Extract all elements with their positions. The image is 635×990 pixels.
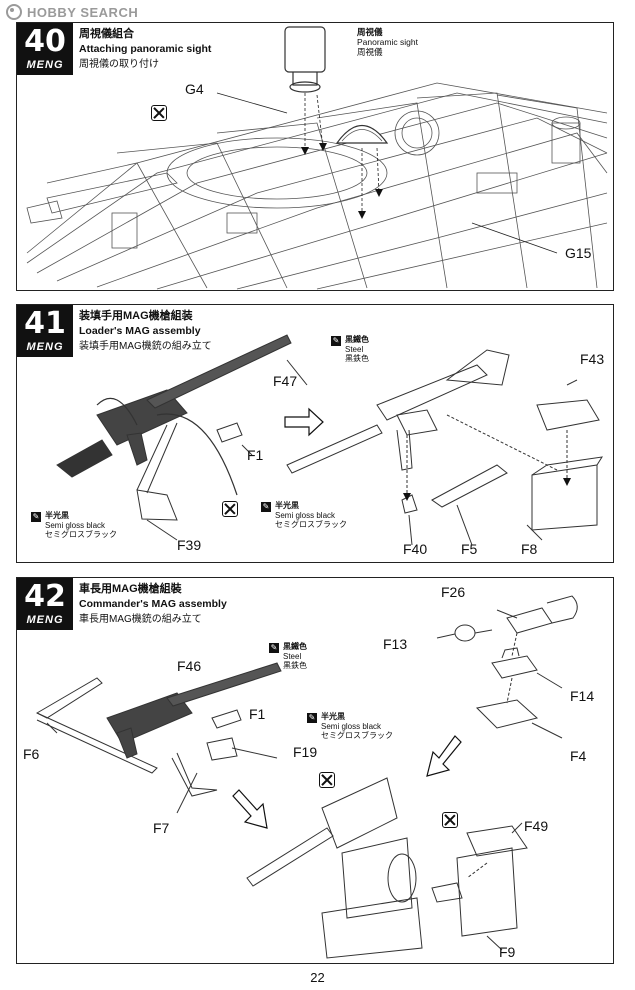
step-title-block: 装填手用MAG機槍組装 Loader's MAG assembly 装填手用MA…: [79, 309, 212, 354]
part-label: F1: [249, 706, 266, 722]
step-40-illustration: [26, 26, 608, 290]
part-label: F49: [524, 818, 549, 834]
paint-note-steel: ✎ 黒鐵色 Steel 黒鉄色: [269, 642, 307, 670]
step-title-en: Loader's MAG assembly: [79, 325, 201, 337]
assembly-arrow-icon: [284, 407, 324, 437]
part-label: F14: [570, 688, 595, 704]
step-badge: 42 MENG: [17, 578, 73, 630]
part-label: F4: [570, 748, 587, 764]
step-number: 42: [24, 579, 66, 614]
step-title-cn: 装填手用MAG機槍組装: [79, 310, 193, 322]
panoramic-sight-note: 周視儀 Panoramic sight 周視儀: [357, 27, 418, 57]
step-title-jp: 車長用MAG機銃の組み立て: [79, 614, 202, 625]
brand-logo: MENG: [26, 59, 64, 71]
step-41-panel: 41 MENG 装填手用MAG機槍組装 Loader's MAG assembl…: [16, 304, 614, 563]
brush-icon: ✎: [269, 643, 279, 653]
step-badge: 40 MENG: [17, 23, 73, 75]
step-badge: 41 MENG: [17, 305, 73, 357]
step-42-panel: 42 MENG 車長用MAG機槍組裝 Commander's MAG assem…: [16, 577, 614, 964]
part-label: F1: [247, 447, 264, 463]
brush-icon: ✎: [261, 502, 271, 512]
step-title-en: Commander's MAG assembly: [79, 598, 227, 610]
brand-logo: MENG: [26, 341, 64, 353]
cement-icon: [151, 105, 167, 121]
cement-icon: [319, 772, 335, 788]
part-label: F39: [177, 537, 202, 553]
step-title-en: Attaching panoramic sight: [79, 43, 212, 55]
cement-icon: [222, 501, 238, 517]
part-label: F46: [177, 658, 202, 674]
part-label: F9: [499, 944, 516, 960]
step-title-cn: 周視儀組合: [79, 28, 134, 40]
watermark-text: HOBBY SEARCH: [27, 4, 139, 20]
step-title-block: 車長用MAG機槍組裝 Commander's MAG assembly 車長用M…: [79, 582, 227, 627]
paint-note-semi-gloss-black: ✎ 半光黒 Semi gloss black セミグロスブラック: [261, 501, 347, 529]
step-41-illustration: [56, 334, 603, 546]
part-label: F40: [403, 541, 428, 557]
part-label: F43: [580, 351, 605, 367]
brush-icon: ✎: [331, 336, 341, 346]
page-number: 22: [310, 970, 325, 985]
step-number: 40: [24, 24, 66, 59]
watermark-logo-icon: [6, 4, 22, 20]
part-label: F5: [461, 541, 478, 557]
step-title-cn: 車長用MAG機槍組裝: [79, 583, 182, 595]
part-label: F8: [521, 541, 538, 557]
brush-icon: ✎: [31, 512, 41, 522]
part-label: G4: [185, 81, 204, 97]
part-label: F26: [441, 584, 466, 600]
paint-note-semi-gloss-black: ✎ 半光黒 Semi gloss black セミグロスブラック: [307, 712, 393, 740]
part-label: G15: [565, 245, 592, 261]
step-title-block: 周視儀組合 Attaching panoramic sight 周視儀の取り付け: [79, 27, 211, 72]
assembly-arrow-icon: [232, 735, 462, 829]
part-label: F6: [23, 746, 40, 762]
part-label: F7: [153, 820, 170, 836]
cement-icon: [442, 812, 458, 828]
paint-note-steel: ✎ 黒鐵色 Steel 黒鉄色: [331, 335, 369, 363]
watermark: HOBBY SEARCH: [6, 4, 138, 20]
step-42-illustration: [35, 595, 578, 959]
part-label: F47: [273, 373, 298, 389]
step-number: 41: [24, 306, 66, 341]
part-label: F19: [293, 744, 318, 760]
brush-icon: ✎: [307, 713, 317, 723]
part-label: F13: [383, 636, 408, 652]
step-title-jp: 周視儀の取り付け: [79, 59, 159, 70]
assembly-arrow-icon: [301, 143, 383, 219]
step-40-panel: 40 MENG 周視儀組合 Attaching panoramic sight …: [16, 22, 614, 291]
brand-logo: MENG: [26, 614, 64, 626]
step-title-jp: 装填手用MAG機銃の組み立て: [79, 341, 212, 352]
paint-note-semi-gloss-black: ✎ 半光黒 Semi gloss black セミグロスブラック: [31, 511, 117, 539]
